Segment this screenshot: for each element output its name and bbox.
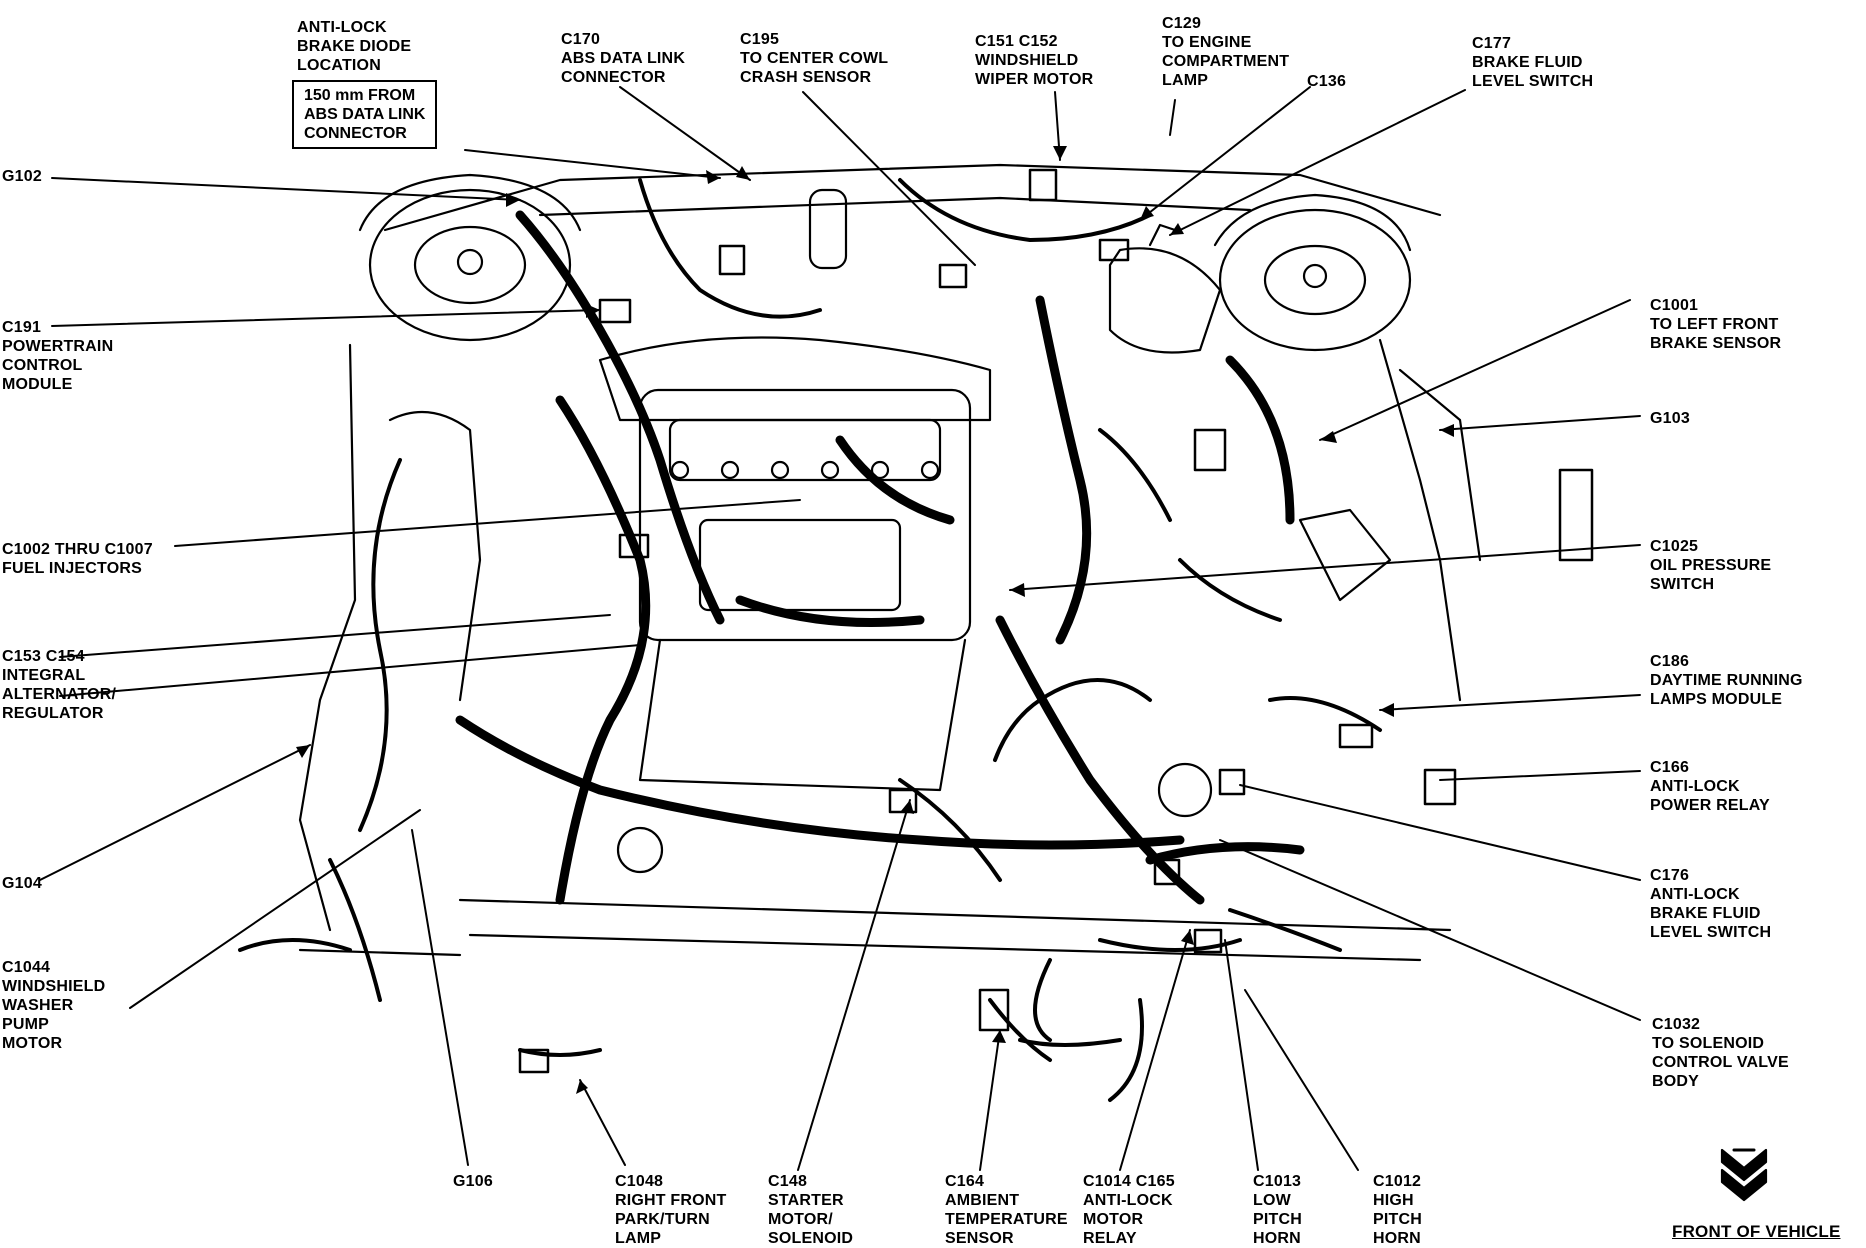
front-of-vehicle-arrow <box>1720 1148 1768 1202</box>
label-g106: G106 <box>453 1173 493 1190</box>
label-g102: G102 <box>2 168 42 185</box>
label-c136: C136 <box>1307 73 1347 90</box>
label-front-of-vehicle: FRONT OF VEHICLE <box>1672 1222 1841 1241</box>
label-g103: G103 <box>1650 410 1690 427</box>
label-g104: G104 <box>2 875 42 892</box>
